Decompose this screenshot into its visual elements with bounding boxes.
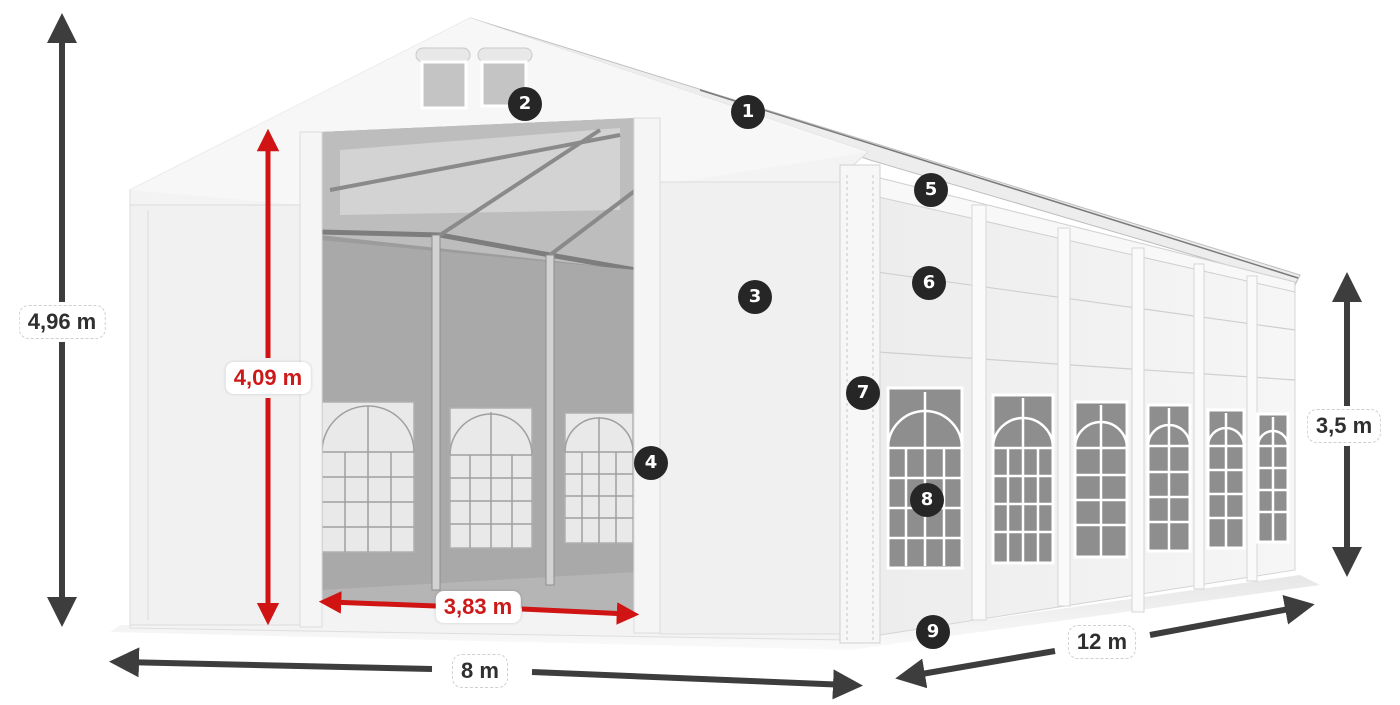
total-height-label: 4,96 m — [18, 305, 106, 339]
marker-2-gable-vent: 2 — [508, 87, 542, 121]
marker-1-roof: 1 — [731, 95, 765, 129]
door-width-label: 3,83 m — [435, 591, 521, 623]
side-windows — [886, 386, 1290, 570]
marker-7-corner-post: 7 — [846, 376, 880, 410]
side-height-label: 3,5 m — [1306, 409, 1382, 443]
door-flap-right — [633, 117, 661, 634]
dimension-arrows — [47, 12, 1362, 700]
marker-3-gable-wall: 3 — [738, 280, 772, 314]
door-height-label: 4,09 m — [225, 362, 311, 394]
side-posts — [971, 204, 1258, 621]
marker-6-upper-panel: 6 — [912, 266, 946, 300]
marker-8-side-window: 8 — [910, 483, 944, 517]
gable-vents — [415, 47, 533, 110]
marker-4-door-fastener: 4 — [634, 446, 668, 480]
door-interior — [319, 118, 638, 612]
marker-9-ground-skirt: 9 — [916, 615, 950, 649]
door-dimension-arrows — [256, 128, 640, 626]
marker-5-eave: 5 — [914, 173, 948, 207]
width-label: 8 m — [452, 654, 508, 688]
length-label: 12 m — [1067, 625, 1137, 659]
